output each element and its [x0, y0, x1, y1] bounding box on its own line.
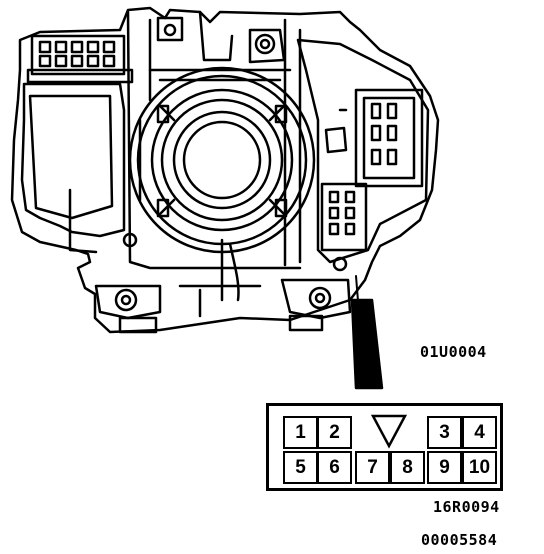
- left-connector-block: [26, 34, 134, 84]
- top-mounting-lugs: [156, 10, 286, 64]
- left-harness-arm: [20, 82, 138, 254]
- connector-pinout-panel: 1 2 3 4 5 6 7 8 9 10: [266, 403, 503, 491]
- housing-outline: [10, 6, 440, 334]
- part-number-label-top: 01U0004: [420, 343, 487, 361]
- pin-6: 6: [317, 451, 352, 484]
- pin-2: 2: [317, 416, 352, 449]
- connector-key-triangle: [370, 414, 408, 449]
- pin-3: 3: [427, 416, 462, 449]
- pin-4: 4: [462, 416, 497, 449]
- pin-10: 10: [462, 451, 497, 484]
- pin-9: 9: [427, 451, 462, 484]
- right-switch-housing: [296, 38, 430, 264]
- pin-5: 5: [283, 451, 318, 484]
- pin-1: 1: [283, 416, 318, 449]
- bottom-mounting-tabs: [94, 278, 352, 334]
- leader-arrow: [350, 275, 384, 390]
- pin-8: 8: [390, 451, 425, 484]
- pin-7: 7: [355, 451, 390, 484]
- lower-right-connector: [320, 182, 368, 272]
- clock-spring-rings: [128, 66, 316, 302]
- part-number-label-mid: 16R0094: [433, 498, 500, 516]
- part-number-label-bottom: 00005584: [421, 531, 498, 549]
